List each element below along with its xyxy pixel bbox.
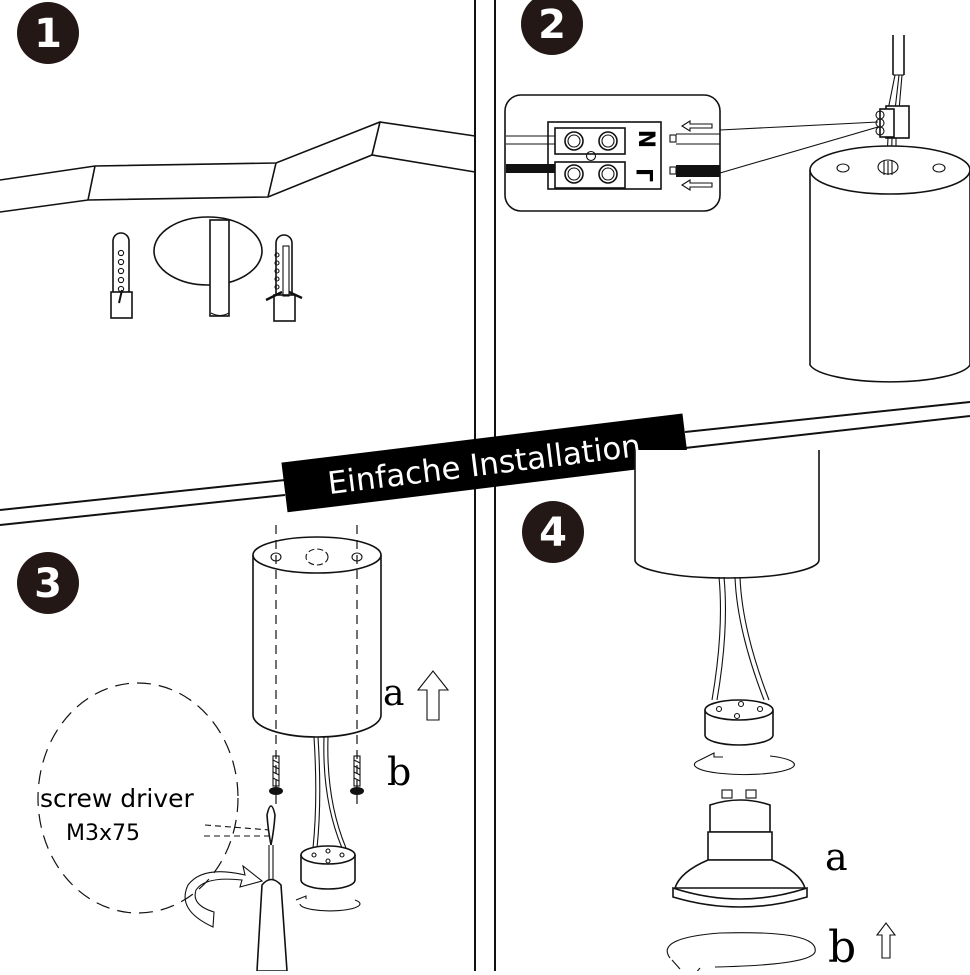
light-housing xyxy=(252,525,382,805)
label-b: b xyxy=(387,750,411,794)
horizontal-divider-top-left xyxy=(0,479,286,511)
horizontal-divider-bottom-right xyxy=(684,415,970,449)
gu10-socket-icon xyxy=(704,699,774,746)
arrow-up-icon xyxy=(416,670,450,721)
detail-callout-circle xyxy=(37,682,239,914)
gu10-socket-icon xyxy=(295,845,361,912)
gu10-bulb-icon xyxy=(672,789,808,908)
inset-frame xyxy=(504,94,721,212)
step-badge-2: 2 xyxy=(521,0,583,55)
ceiling-drawing xyxy=(0,121,476,213)
step-2-panel: 2 N L xyxy=(504,0,970,383)
arrow-left-icon xyxy=(680,120,713,132)
badge-number: 4 xyxy=(539,510,567,556)
title-banner: Einfache Installation xyxy=(281,413,689,513)
arrow-up-icon xyxy=(875,922,897,959)
horizontal-divider-bottom-left xyxy=(0,494,286,526)
label-b: b xyxy=(828,922,856,971)
step-1-panel: 1 xyxy=(0,2,476,322)
neutral-label: N xyxy=(633,130,658,148)
wall-plug-icon-left xyxy=(110,232,133,319)
label-a: a xyxy=(383,673,404,714)
light-housing-bottom xyxy=(634,450,820,579)
rotate-arrow-icon xyxy=(184,864,264,928)
badge-circle xyxy=(522,501,584,563)
badge-number: 2 xyxy=(538,2,566,48)
tool-label: screw driver xyxy=(40,784,195,813)
badge-circle xyxy=(17,2,79,64)
terminal-block-body xyxy=(547,121,662,190)
step-3-panel: 3 a b xyxy=(17,525,450,972)
screw-icon-right xyxy=(350,755,364,795)
label-a: a xyxy=(825,835,848,879)
screw-icon-left xyxy=(269,755,283,795)
step-4-panel: 4 a b xyxy=(522,450,897,975)
badge-circle xyxy=(521,0,583,55)
horizontal-divider-top-right xyxy=(684,401,970,433)
badge-circle xyxy=(17,552,79,614)
rotate-arrow-icon xyxy=(693,752,795,776)
step-badge-3: 3 xyxy=(17,552,79,614)
step-badge-1: 1 xyxy=(17,2,79,64)
live-label: L xyxy=(634,168,659,182)
screwdriver-icon xyxy=(256,805,288,972)
ceiling-hole-icon xyxy=(153,216,263,317)
arrow-left-icon xyxy=(680,179,713,191)
badge-number: 1 xyxy=(34,11,62,57)
wall-plug-icon-right xyxy=(265,234,303,322)
pendant-housing xyxy=(809,35,970,383)
screw-spec: M3x75 xyxy=(66,821,140,846)
retaining-clip-icon xyxy=(666,932,816,975)
step-badge-4: 4 xyxy=(522,501,584,563)
badge-number: 3 xyxy=(34,561,62,607)
terminal-block-inset: N L xyxy=(504,94,721,212)
connector-block-icon xyxy=(875,105,910,139)
banner-background xyxy=(281,413,689,513)
ceiling-top-edge xyxy=(0,121,476,181)
